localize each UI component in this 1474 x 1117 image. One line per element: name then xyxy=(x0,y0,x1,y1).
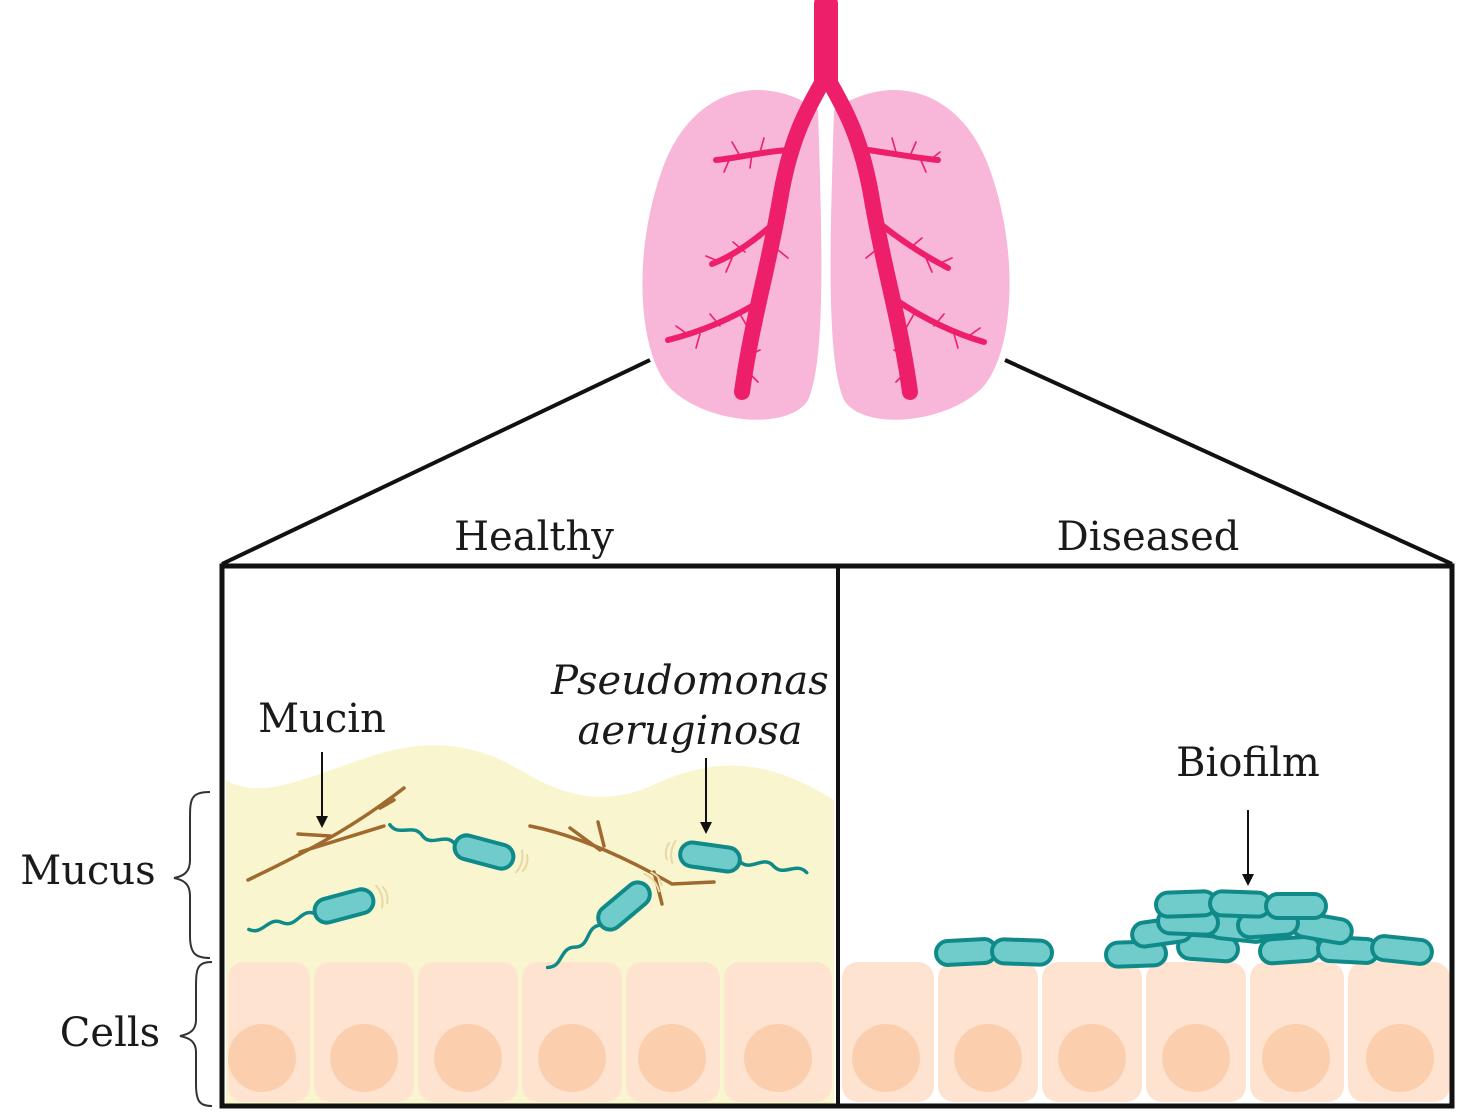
biofilm-arrowhead xyxy=(1242,874,1254,886)
pseudomonas-label-line2: aeruginosa xyxy=(577,708,802,754)
lungs-icon xyxy=(642,0,1010,420)
diseased-title: Diseased xyxy=(1057,514,1240,560)
mucus-brace xyxy=(173,791,211,959)
healthy-title: Healthy xyxy=(454,514,614,560)
pseudomonas-label-line1: Pseudomonas xyxy=(550,658,829,704)
zoom-line-right xyxy=(1004,358,1453,566)
biofilm-cluster xyxy=(935,891,1436,967)
mucin-label: Mucin xyxy=(258,696,386,742)
healthy-panel xyxy=(226,745,834,1104)
mucin-arrowhead xyxy=(316,816,328,828)
mucus-label: Mucus xyxy=(20,848,155,894)
biofilm-label: Biofilm xyxy=(1176,740,1320,786)
bronchioles xyxy=(675,137,981,383)
cells-brace xyxy=(179,961,213,1107)
diseased-cells xyxy=(842,962,1450,1102)
healthy-cells xyxy=(228,962,832,1102)
mucin-fiber xyxy=(246,786,406,882)
diseased-panel xyxy=(842,891,1450,1102)
pseudomonas-arrowhead xyxy=(700,822,712,834)
cells-label: Cells xyxy=(60,1010,160,1056)
zoom-line-left xyxy=(221,358,651,566)
